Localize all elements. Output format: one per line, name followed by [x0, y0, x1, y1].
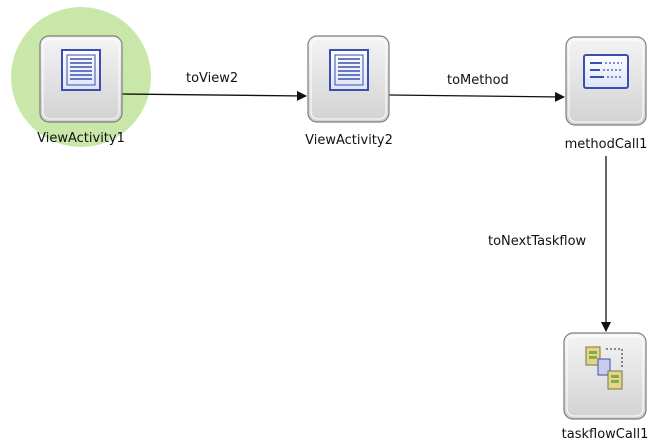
node-label-view-activity-2: ViewActivity2: [305, 133, 393, 148]
view-page-icon: [329, 49, 369, 91]
method-call-icon: [583, 54, 629, 89]
node-label-view-activity-1: ViewActivity1: [37, 131, 125, 146]
edge-label-to-method: toMethod: [447, 73, 509, 88]
edge-label-to-view2: toView2: [186, 71, 239, 86]
node-view-activity-2[interactable]: [307, 35, 390, 123]
node-view-activity-1[interactable]: [39, 35, 123, 123]
edge-label-to-next-taskflow: toNextTaskflow: [488, 234, 587, 249]
node-taskflow-call-1[interactable]: [563, 332, 647, 420]
edge-to-method[interactable]: [388, 91, 565, 102]
edge-to-view2[interactable]: [121, 90, 307, 101]
view-page-icon: [61, 49, 101, 91]
node-label-taskflow-call-1: taskflowCall1: [561, 427, 649, 442]
node-label-method-call-1: methodCall1: [564, 137, 648, 152]
taskflow-call-icon: [585, 346, 623, 390]
node-method-call-1[interactable]: [565, 36, 647, 126]
